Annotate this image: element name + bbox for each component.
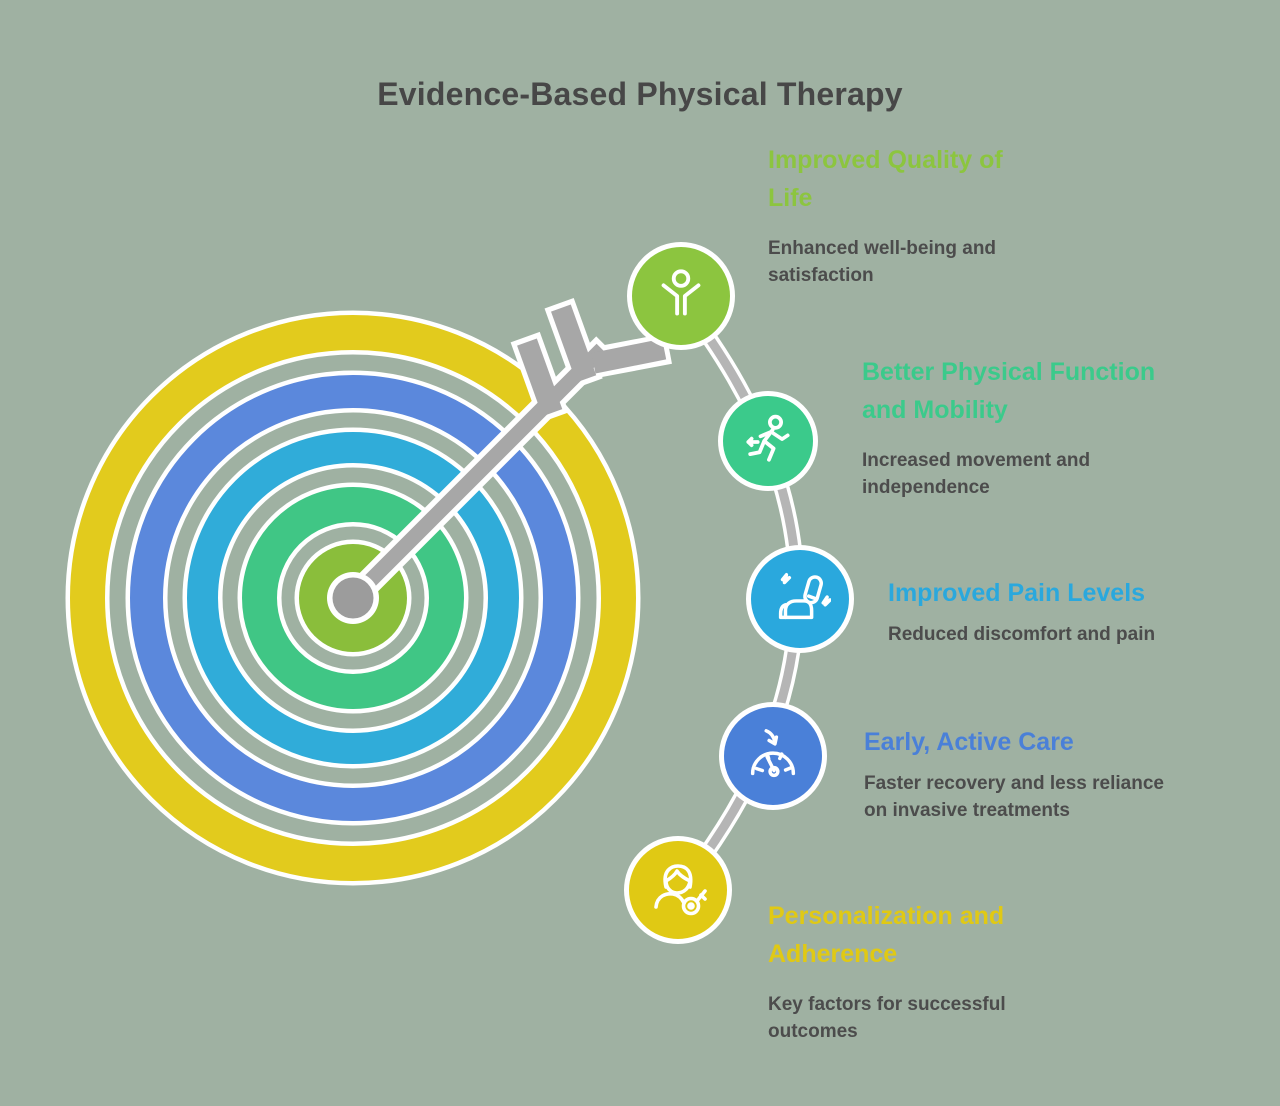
node-early-active-care (719, 702, 827, 810)
item-pain-levels: Improved Pain Levels Reduced discomfort … (888, 574, 1198, 648)
arrow-fletching-vane (517, 338, 563, 417)
cheering-person-icon (661, 269, 701, 316)
arrow-fletching-fin (591, 338, 667, 374)
item-early-active-care: Early, Active Care Faster recovery and l… (864, 723, 1184, 824)
node-personalization (624, 836, 732, 944)
item-description: Enhanced well-being and satisfaction (768, 238, 997, 286)
node-function-mobility (718, 391, 818, 491)
item-personalization: Personalization and Adherence Key factor… (768, 897, 1040, 1045)
item-description: Increased movement and independence (862, 450, 1091, 498)
target-outer-ring (70, 315, 636, 881)
back-pain-icon (778, 573, 831, 620)
item-description: Faster recovery and less reliance on inv… (864, 773, 1164, 821)
page-title: Evidence-Based Physical Therapy (377, 76, 903, 112)
person-key-icon (654, 864, 707, 916)
item-heading: Better Physical Function and Mobility (862, 358, 1156, 424)
node-quality-of-life (627, 242, 735, 350)
item-description: Key factors for successful outcomes (768, 994, 1006, 1042)
item-quality-of-life: Improved Quality of Life Enhanced well-b… (768, 141, 1040, 289)
arrow-impact-dot (332, 577, 374, 619)
target-fourth-ring (242, 487, 464, 709)
item-heading: Personalization and Adherence (768, 902, 1005, 968)
item-heading: Improved Pain Levels (888, 579, 1146, 607)
arrow-fletching-vane (551, 304, 597, 383)
target-second-ring (130, 375, 576, 821)
gauge-icon (750, 729, 796, 778)
item-heading: Early, Active Care (864, 728, 1074, 756)
item-heading: Improved Quality of Life (768, 146, 1003, 212)
item-function-mobility: Better Physical Function and Mobility In… (862, 353, 1162, 501)
node-pain-levels (746, 545, 854, 653)
arrow-shaft (347, 343, 608, 604)
item-description: Reduced discomfort and pain (888, 624, 1156, 645)
target-third-ring (187, 432, 519, 764)
target-arrow (327, 297, 672, 624)
running-person-icon (746, 414, 790, 462)
